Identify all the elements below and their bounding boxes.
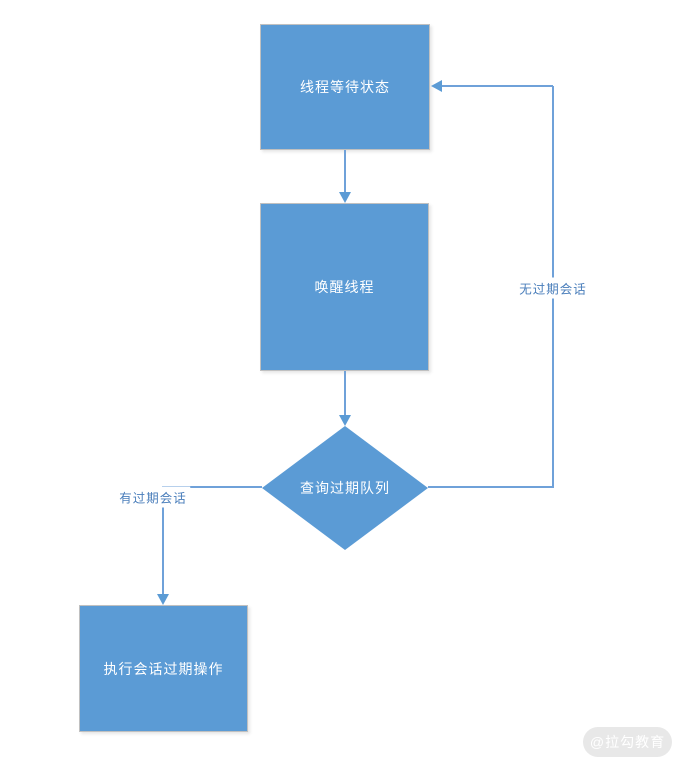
node-execute-session-expire: 执行会话过期操作: [79, 605, 248, 732]
connector-query-to-execute-horizontal: [162, 486, 262, 488]
edge-label-no-expired-session: 无过期会话: [516, 277, 590, 299]
watermark-text: @拉勾教育: [589, 734, 666, 750]
arrowhead-wake-to-query-icon: [339, 415, 351, 426]
node-execute-session-expire-label: 执行会话过期操作: [103, 660, 224, 677]
connector-query-to-execute-vertical: [162, 486, 164, 598]
arrowhead-wait-to-wake-icon: [339, 192, 351, 203]
watermark-badge: @拉勾教育: [583, 727, 672, 757]
arrowhead-query-to-execute-icon: [157, 594, 169, 605]
connector-wake-to-query: [344, 371, 346, 416]
edge-label-has-expired-session: 有过期会话: [116, 486, 190, 508]
node-wake-thread: 唤醒线程: [260, 203, 429, 371]
node-wake-thread-label: 唤醒线程: [314, 279, 375, 295]
node-query-expired-queue-label: 查询过期队列: [300, 480, 390, 496]
connector-wait-to-wake: [344, 150, 346, 195]
node-thread-wait-state: 线程等待状态: [260, 24, 430, 150]
node-thread-wait-state-label: 线程等待状态: [300, 79, 390, 95]
node-query-expired-queue: 查询过期队列: [262, 426, 428, 550]
connector-loop-top-horizontal: [433, 85, 553, 87]
arrowhead-loop-to-wait-icon: [431, 80, 442, 92]
connector-loop-bottom-horizontal: [428, 486, 554, 488]
